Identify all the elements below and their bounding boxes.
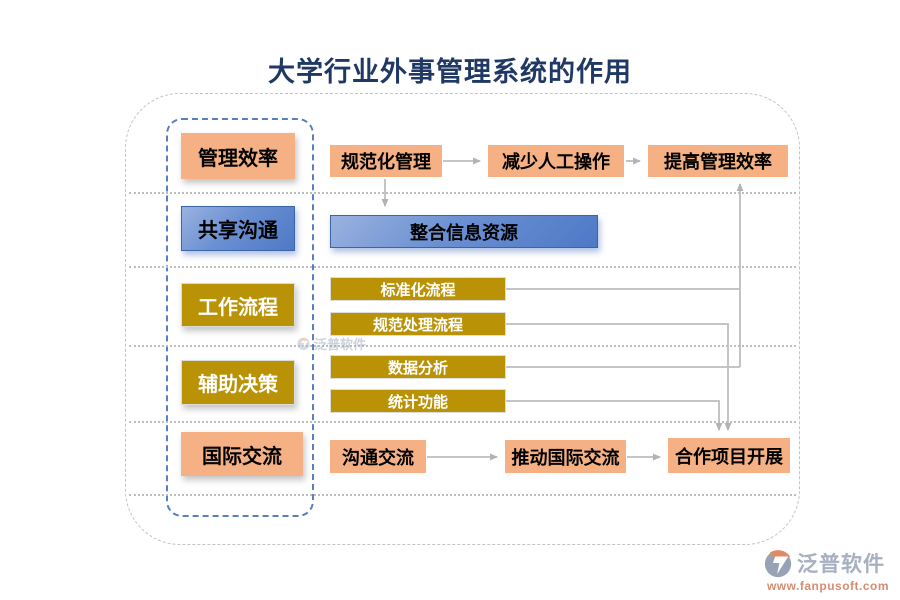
category-international-exchange: 国际交流 — [181, 432, 303, 476]
node-promote-international-exchange: 推动国际交流 — [505, 440, 626, 473]
row-separator-1 — [129, 192, 796, 194]
page-title: 大学行业外事管理系统的作用 — [268, 57, 632, 87]
row-separator-4 — [129, 421, 796, 423]
fanpu-logo-icon — [764, 550, 792, 578]
footer-url-text: www.fanpusoft.com — [766, 579, 890, 593]
row-separator-5 — [129, 494, 796, 496]
node-communication-exchange: 沟通交流 — [330, 440, 426, 473]
row-separator-3 — [129, 345, 796, 347]
category-management-efficiency: 管理效率 — [181, 133, 295, 179]
category-decision-support: 辅助决策 — [181, 360, 295, 405]
outer-dashed-frame — [125, 93, 800, 545]
node-standardized-management: 规范化管理 — [330, 145, 442, 177]
fanpu-logo-icon — [297, 337, 310, 351]
node-cooperation-project-development: 合作项目开展 — [668, 438, 790, 473]
left-column-dashed-frame — [166, 118, 314, 517]
node-reduce-manual-operation: 减少人工操作 — [488, 145, 624, 177]
category-sharing-communication: 共享沟通 — [181, 206, 295, 251]
node-standardized-handling-process: 规范处理流程 — [330, 312, 506, 336]
node-improve-management-efficiency: 提高管理效率 — [648, 145, 788, 177]
footer-watermark: 泛普软件 www.fanpusoft.com — [763, 548, 893, 593]
center-watermark-text: 泛普软件 — [314, 337, 367, 352]
footer-brand-text: 泛普软件 — [797, 553, 885, 576]
node-integrate-information-resources: 整合信息资源 — [330, 215, 598, 248]
node-data-analysis: 数据分析 — [330, 355, 506, 379]
row-separator-2 — [129, 266, 796, 268]
category-workflow: 工作流程 — [181, 283, 295, 327]
center-watermark: 泛普软件 — [296, 334, 366, 353]
node-standard-process: 标准化流程 — [330, 277, 506, 301]
node-statistics-function: 统计功能 — [330, 389, 506, 413]
